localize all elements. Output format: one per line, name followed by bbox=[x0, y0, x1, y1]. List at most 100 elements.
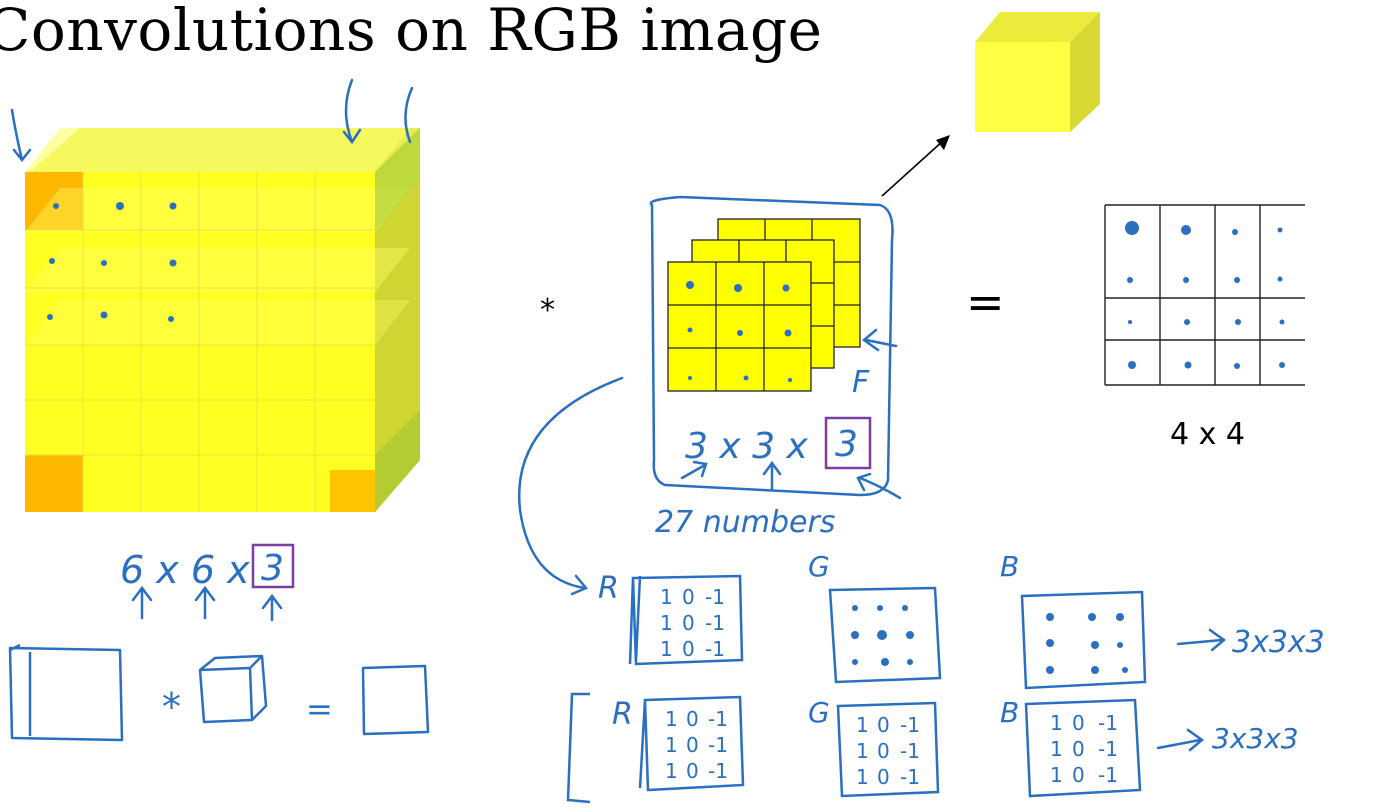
row1-label-r: R bbox=[598, 571, 619, 606]
row1-filter-b-values bbox=[1046, 613, 1128, 674]
svg-text:-1: -1 bbox=[900, 739, 920, 763]
output-matrix: 4 x 4 bbox=[1104, 204, 1305, 452]
svg-text:1: 1 bbox=[660, 585, 673, 609]
svg-text:0: 0 bbox=[1072, 737, 1085, 761]
input-pointer-arrows bbox=[10, 78, 414, 163]
svg-text:0: 0 bbox=[686, 733, 699, 757]
filter-channels-box bbox=[824, 416, 872, 470]
input-corner-bl bbox=[25, 455, 83, 512]
filter-group: F 3 x 3 x 3 27 numbers bbox=[517, 135, 950, 596]
svg-text:0: 0 bbox=[877, 713, 890, 737]
svg-text:1: 1 bbox=[856, 713, 869, 737]
row2-filter-b bbox=[1024, 698, 1142, 798]
svg-text:-1: -1 bbox=[900, 765, 920, 789]
slide-title: Convolutions on RGB image bbox=[0, 0, 823, 64]
input-corner-br bbox=[330, 470, 375, 512]
filter-count-label: 27 numbers bbox=[655, 505, 835, 540]
svg-text:-1: -1 bbox=[1098, 763, 1118, 787]
row2-result-label: 3x3x3 bbox=[1212, 722, 1299, 755]
row1-filter-g bbox=[828, 586, 942, 684]
svg-text:1: 1 bbox=[856, 739, 869, 763]
svg-text:1: 1 bbox=[660, 637, 673, 661]
svg-text:0: 0 bbox=[877, 739, 890, 763]
filter-outline bbox=[649, 195, 894, 497]
filter-dots bbox=[686, 281, 792, 382]
sketch-cube bbox=[198, 654, 268, 724]
svg-text:0: 0 bbox=[877, 765, 890, 789]
sketch-square-large bbox=[8, 646, 124, 742]
sketch-convolve-symbol: * bbox=[162, 685, 181, 729]
svg-text:0: 0 bbox=[682, 637, 695, 661]
input-dots bbox=[47, 202, 177, 322]
filter-dims-arrows bbox=[680, 460, 902, 500]
channels-link-curve bbox=[517, 376, 624, 596]
row1-label-b: B bbox=[1000, 550, 1019, 583]
row2-filter-r bbox=[638, 695, 745, 792]
svg-text:0: 0 bbox=[682, 611, 695, 635]
row2-result-arrow bbox=[1156, 728, 1205, 752]
row1-result-label: 3x3x3 bbox=[1232, 625, 1325, 660]
svg-text:-1: -1 bbox=[1098, 711, 1118, 735]
input-corner-tl bbox=[25, 172, 83, 230]
row1-filter-r bbox=[628, 574, 744, 666]
equals-operator: = bbox=[966, 275, 1005, 329]
row2-label-g: G bbox=[808, 696, 830, 729]
input-side-face bbox=[375, 128, 420, 512]
input-grid bbox=[25, 172, 375, 512]
row1-result-arrow bbox=[1176, 628, 1227, 652]
svg-text:1: 1 bbox=[665, 733, 678, 757]
sketch-square-small bbox=[361, 664, 430, 736]
output-dims-label: 4 x 4 bbox=[1170, 417, 1245, 452]
svg-text:-1: -1 bbox=[900, 713, 920, 737]
svg-text:1: 1 bbox=[665, 759, 678, 783]
svg-text:1: 1 bbox=[665, 707, 678, 731]
filter-dims-text: 3 x 3 x bbox=[685, 426, 808, 467]
sketch-equals-symbol: = bbox=[306, 690, 333, 728]
row1-filter-g-values bbox=[851, 605, 914, 666]
row2-label-r: R bbox=[612, 697, 633, 732]
input-channels-box bbox=[251, 543, 295, 589]
row2-filter-g bbox=[836, 701, 940, 798]
row2-label-b: B bbox=[1000, 696, 1019, 729]
svg-text:1: 1 bbox=[1050, 763, 1063, 787]
filter-channels-text: 3 bbox=[835, 424, 858, 465]
svg-text:1: 1 bbox=[660, 611, 673, 635]
svg-text:-1: -1 bbox=[705, 611, 725, 635]
input-dims-arrows bbox=[131, 585, 283, 622]
small-sketch bbox=[8, 643, 430, 742]
input-dims: 6 x 6 x 3 bbox=[120, 543, 295, 622]
svg-text:1: 1 bbox=[856, 765, 869, 789]
row1-label-g: G bbox=[808, 550, 830, 583]
svg-text:-1: -1 bbox=[705, 585, 725, 609]
svg-text:-1: -1 bbox=[708, 707, 728, 731]
filter-output-arrow bbox=[881, 135, 950, 197]
svg-text:0: 0 bbox=[686, 707, 699, 731]
svg-text:-1: -1 bbox=[705, 637, 725, 661]
input-channels-text: 3 bbox=[261, 548, 284, 589]
filter-slice-arrow bbox=[861, 328, 898, 352]
filter-letter: F bbox=[852, 365, 870, 400]
input-dims-text: 6 x 6 x bbox=[120, 548, 250, 592]
row1-filter-b bbox=[1020, 590, 1147, 690]
svg-text:0: 0 bbox=[1072, 763, 1085, 787]
output-dots bbox=[1125, 221, 1285, 369]
svg-text:1: 1 bbox=[1050, 737, 1063, 761]
svg-text:0: 0 bbox=[686, 759, 699, 783]
row2-bracket bbox=[566, 692, 591, 804]
svg-text:-1: -1 bbox=[708, 759, 728, 783]
output-unit-cube bbox=[975, 12, 1100, 132]
svg-text:0: 0 bbox=[682, 585, 695, 609]
input-volume bbox=[10, 78, 420, 512]
svg-text:-1: -1 bbox=[708, 733, 728, 757]
svg-text:1: 1 bbox=[1050, 711, 1063, 735]
convolve-operator: * bbox=[540, 293, 555, 328]
svg-text:-1: -1 bbox=[1098, 737, 1118, 761]
